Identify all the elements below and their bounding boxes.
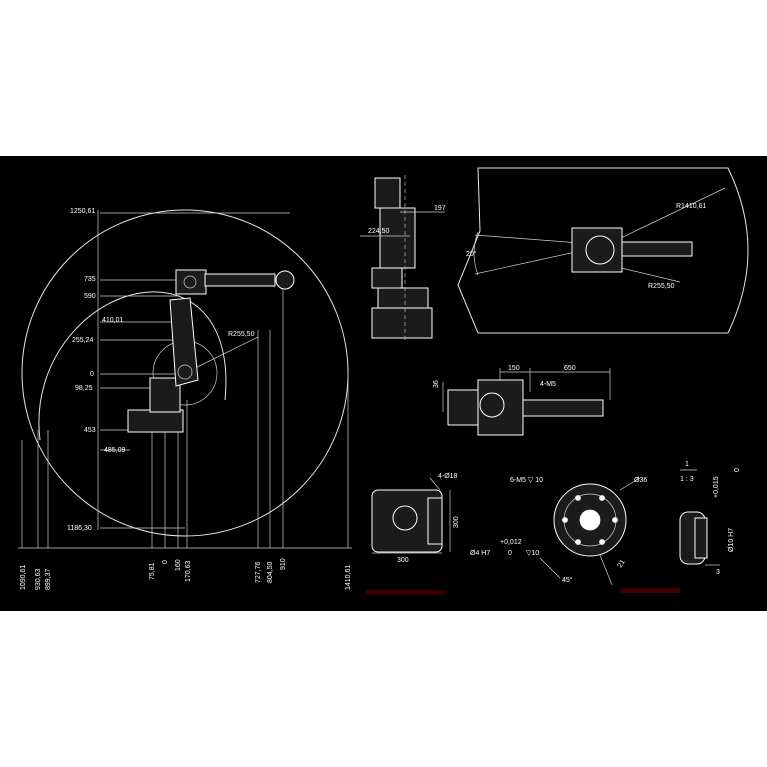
- dim-255: 255,24: [72, 337, 94, 344]
- robot-turret: [149, 377, 181, 413]
- base-dim-w: 300: [397, 557, 409, 564]
- flange-depth: ▽10: [526, 550, 539, 557]
- dim-735: 735: [84, 276, 96, 283]
- scale-ratio: 1 : 3: [680, 476, 694, 483]
- dim-485: 485,09: [104, 447, 126, 454]
- front-view: 197 224,50: [360, 175, 446, 340]
- flange-fit: Ø4 H7: [470, 550, 490, 557]
- dim-590: 590: [84, 293, 96, 300]
- dim-727: 727,76: [255, 561, 262, 583]
- flange-center: [579, 509, 601, 531]
- flange-dim-21: 21: [617, 559, 627, 569]
- robot-lower-arm: [169, 297, 199, 387]
- mount-dim-36: 36: [433, 380, 440, 388]
- drawing-canvas: 1250,61 735 590 410,01 255,24 0 98,25 45…: [18, 167, 749, 595]
- dim-170: 170,63: [185, 560, 192, 582]
- flange-diameter: Ø36: [634, 477, 647, 484]
- base-dim-h: 300: [453, 516, 460, 528]
- top-view-envelope: [457, 167, 749, 334]
- flange-tol-plus: +0,012: [500, 539, 522, 546]
- reach-envelope-inner: [38, 291, 227, 441]
- scale-dim-3: 3: [716, 569, 720, 576]
- base-hole: 4-Ø18: [438, 473, 458, 480]
- mount-dim-150: 150: [508, 365, 520, 372]
- scale-tol-plus: +0,015: [713, 476, 720, 498]
- scale-tol-zero: 0: [734, 468, 741, 472]
- flange-tol-zero: 0: [508, 550, 512, 557]
- base-view: 4-Ø18 300 300: [371, 473, 460, 564]
- robot-elbow: [175, 269, 207, 295]
- dim-0-bottom: 0: [162, 560, 169, 564]
- dim-1250: 1250,61: [70, 208, 95, 215]
- mount-hole: 4-M5: [540, 381, 556, 388]
- top-radius-inner: R255,50: [648, 283, 675, 290]
- dim-160: 160: [175, 559, 182, 571]
- scale-view: 1 1 : 3 +0,015 Ø10 H7 0 3: [679, 461, 741, 576]
- mount-view: 150 650 36 4-M5: [433, 365, 611, 436]
- dim-804: 804,50: [267, 561, 274, 583]
- dim-224: 224,50: [368, 228, 390, 235]
- front-view-turret: [377, 287, 429, 309]
- scale-numerator: 1: [685, 461, 689, 468]
- dim-910: 910: [280, 558, 287, 570]
- mount-dim-650: 650: [564, 365, 576, 372]
- side-view: [18, 209, 352, 549]
- scale-fit: Ø10 H7: [728, 528, 735, 552]
- robot-wrist: [275, 270, 295, 290]
- dim-899: 899,37: [45, 568, 52, 590]
- mount-left-block: [447, 389, 479, 426]
- dim-930: 930,63: [35, 568, 42, 590]
- drawing-sheet: 1250,61 735 590 410,01 255,24 0 98,25 45…: [0, 156, 767, 611]
- dim-197: 197: [434, 205, 446, 212]
- front-view-joint: [371, 267, 403, 289]
- dim-75: 75,81: [149, 562, 156, 580]
- mount-arm: [522, 399, 604, 417]
- dim-410: 410,01: [102, 317, 124, 324]
- radius-label: R255,50: [228, 331, 255, 338]
- top-view-arm: [621, 241, 693, 257]
- flange-view: 6-M5 ▽ 10 Ø36 +0,012 Ø4 H7 0 ▽10 45° 21: [470, 477, 647, 586]
- robot-base: [127, 409, 184, 433]
- top-angle: 20°: [466, 250, 477, 258]
- dim-1090: 1090,61: [20, 565, 27, 590]
- front-view-head: [374, 177, 401, 209]
- flange-thread: 6-M5 ▽ 10: [510, 477, 543, 484]
- top-radius-outer: R1410,61: [676, 203, 706, 210]
- robot-upper-arm: [204, 273, 276, 287]
- front-view-base: [371, 307, 433, 339]
- dim-453: 453: [84, 427, 96, 434]
- side-view-labels: 1250,61 735 590 410,01 255,24 0 98,25 45…: [20, 208, 352, 590]
- top-view: R1410,61 R255,50 20°: [457, 167, 749, 334]
- flange-angle: 45°: [562, 576, 573, 584]
- dim-1186: 1186,30: [67, 525, 92, 532]
- dim-98: 98,25: [75, 385, 93, 392]
- front-view-arm: [379, 207, 416, 269]
- base-center-hole: [392, 505, 418, 531]
- dim-0: 0: [90, 371, 94, 378]
- dim-1410: 1410,61: [345, 565, 352, 590]
